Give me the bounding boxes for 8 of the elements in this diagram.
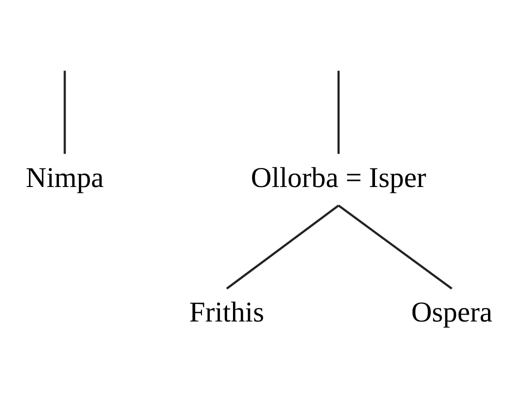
- node-text: Ollorba = Isper: [250, 162, 426, 194]
- connector: [337, 70, 340, 154]
- node-text: Ospera: [411, 296, 492, 329]
- node-text: Nimpa: [26, 162, 104, 194]
- connector: [64, 70, 66, 154]
- connector: [338, 204, 452, 290]
- connector: [226, 204, 340, 290]
- node-text: Frithis: [189, 296, 264, 329]
